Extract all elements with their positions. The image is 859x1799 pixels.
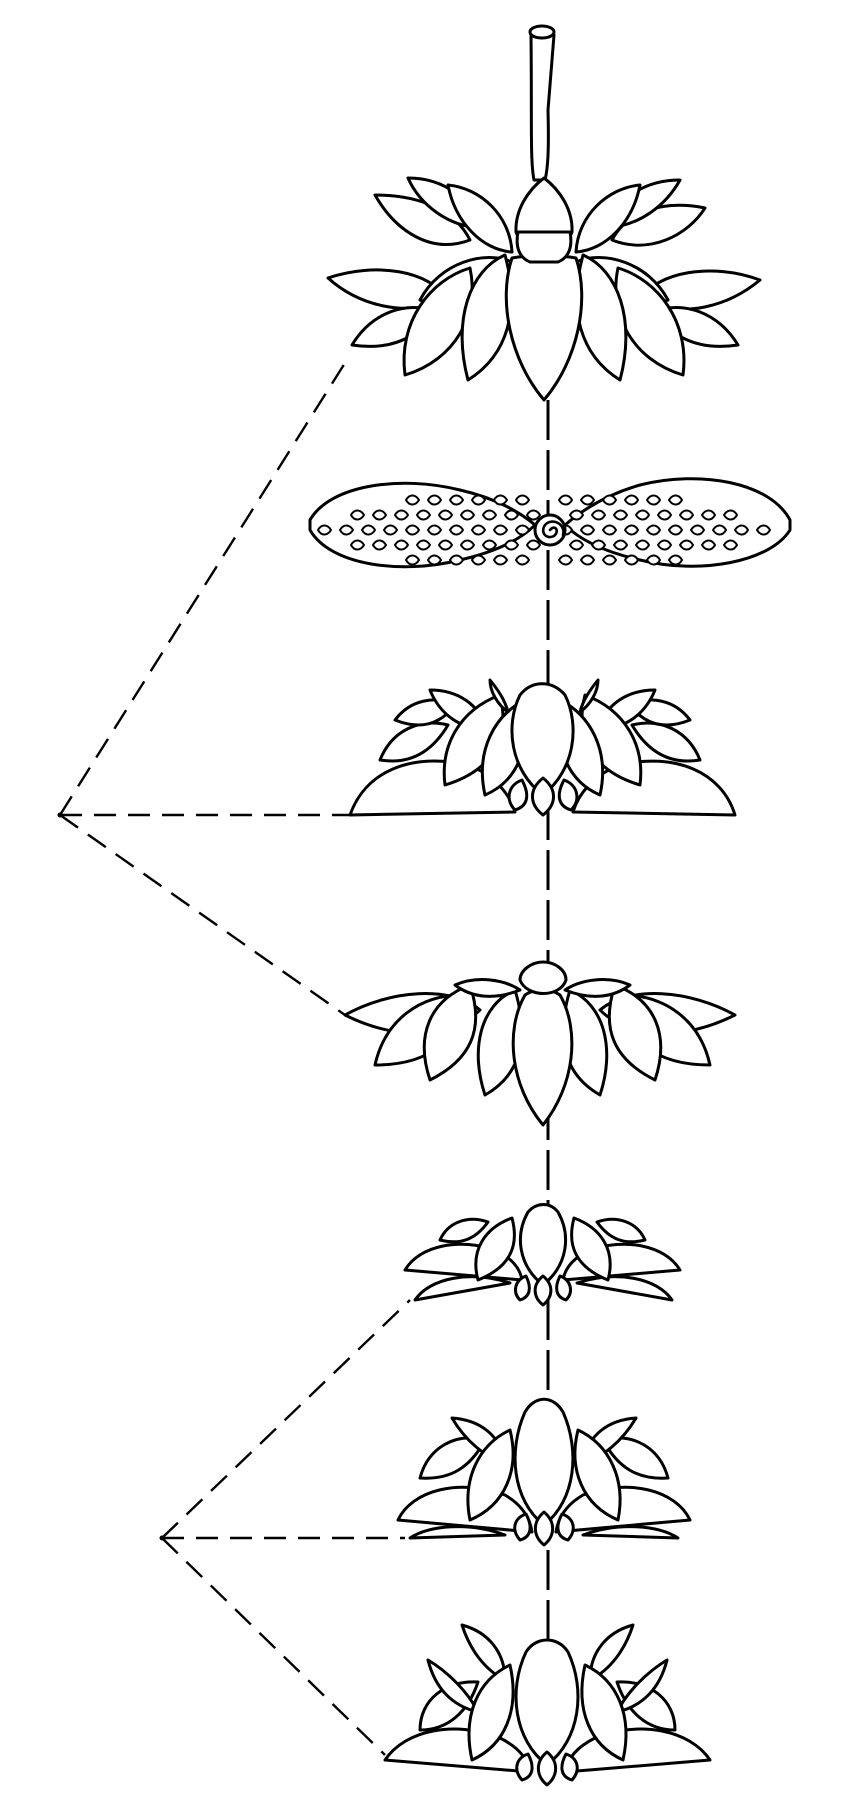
stem-icon [529,26,556,182]
scale-petal [701,539,716,551]
scale-petal [350,539,365,551]
scale-petal [471,494,486,506]
scale-petal [526,509,541,521]
scale-petal [756,524,771,536]
scale-petal [679,539,694,551]
scale-petal [679,509,694,521]
scale-petal [657,509,672,521]
scale-petal [493,554,508,566]
scale-petal [471,554,486,566]
scale-petal [427,494,442,506]
scale-pattern-right [558,494,771,566]
scale-petal [438,539,453,551]
scale-petal [460,539,475,551]
scale-petal [723,509,738,521]
scale-petal [668,524,683,536]
scale-petal [515,524,530,536]
scale-petal [449,554,464,566]
scale-petal [372,539,387,551]
scale-petal [394,539,409,551]
scale-petal [712,524,727,536]
scale-petal [580,554,595,566]
lotus-side-scaled-garland [308,477,792,569]
scale-petal [624,554,639,566]
scale-petal [438,509,453,521]
scale-petal [635,509,650,521]
scale-petal [449,524,464,536]
lotus-small-upright [403,1203,682,1307]
scale-petal [690,524,705,536]
scale-petal [668,554,683,566]
scale-petal [526,539,541,551]
lotus-inverted-with-stem [326,24,762,402]
connector-vertex-lower [159,1535,165,1541]
scale-petal [668,494,683,506]
scale-petal [515,554,530,566]
scale-petal [372,509,387,521]
scale-petal [580,524,595,536]
scale-pattern-left [317,494,541,566]
scale-petal [350,509,365,521]
scale-petal [482,539,497,551]
lotus-inverted [343,960,737,1127]
scale-petal [580,494,595,506]
scale-petal [602,554,617,566]
lotus-open-upright [348,678,737,817]
scale-petal [482,509,497,521]
connector-line-bottom [59,814,346,1016]
connector-vertex-upper [57,812,63,818]
scale-petal [602,494,617,506]
scale-petal [416,539,431,551]
lotus-upright-bottom [383,1623,712,1787]
scale-petal [602,524,617,536]
scale-petal [635,539,650,551]
scale-petal [591,539,606,551]
scale-petal [591,509,606,521]
scale-petal [416,509,431,521]
scale-petal [646,554,661,566]
connector-line-bottom [161,1537,386,1756]
scale-petal [449,494,464,506]
scale-petal [569,509,584,521]
connector-line-top [58,354,352,816]
scale-petal [558,494,573,506]
scale-petal [460,509,475,521]
scale-petal [405,494,420,506]
scale-petal [624,494,639,506]
scale-petal [734,524,749,536]
scale-petal [504,539,519,551]
scale-petal [383,524,398,536]
scale-petal [657,539,672,551]
scale-petal [427,524,442,536]
connector-line-top [161,1299,411,1539]
scale-petal [646,524,661,536]
scale-petal [558,554,573,566]
scale-petal [701,509,716,521]
scale-petal [624,524,639,536]
scale-petal [504,509,519,521]
scale-petal [339,524,354,536]
scale-petal [317,524,332,536]
scale-petal [405,524,420,536]
lotus-upright-middle [396,1397,692,1547]
upper-connector-group [58,354,352,1016]
scale-petal [569,539,584,551]
scale-petal [723,539,738,551]
scale-petal [493,494,508,506]
scale-petal [613,509,628,521]
scale-petal [646,494,661,506]
scale-petal [613,539,628,551]
scale-petal [394,509,409,521]
scale-petal [471,524,486,536]
scale-petal [405,554,420,566]
scale-petal [361,524,376,536]
scale-petal [427,554,442,566]
scale-petal [493,524,508,536]
scale-petal [515,494,530,506]
lower-connector-group [161,1299,411,1756]
